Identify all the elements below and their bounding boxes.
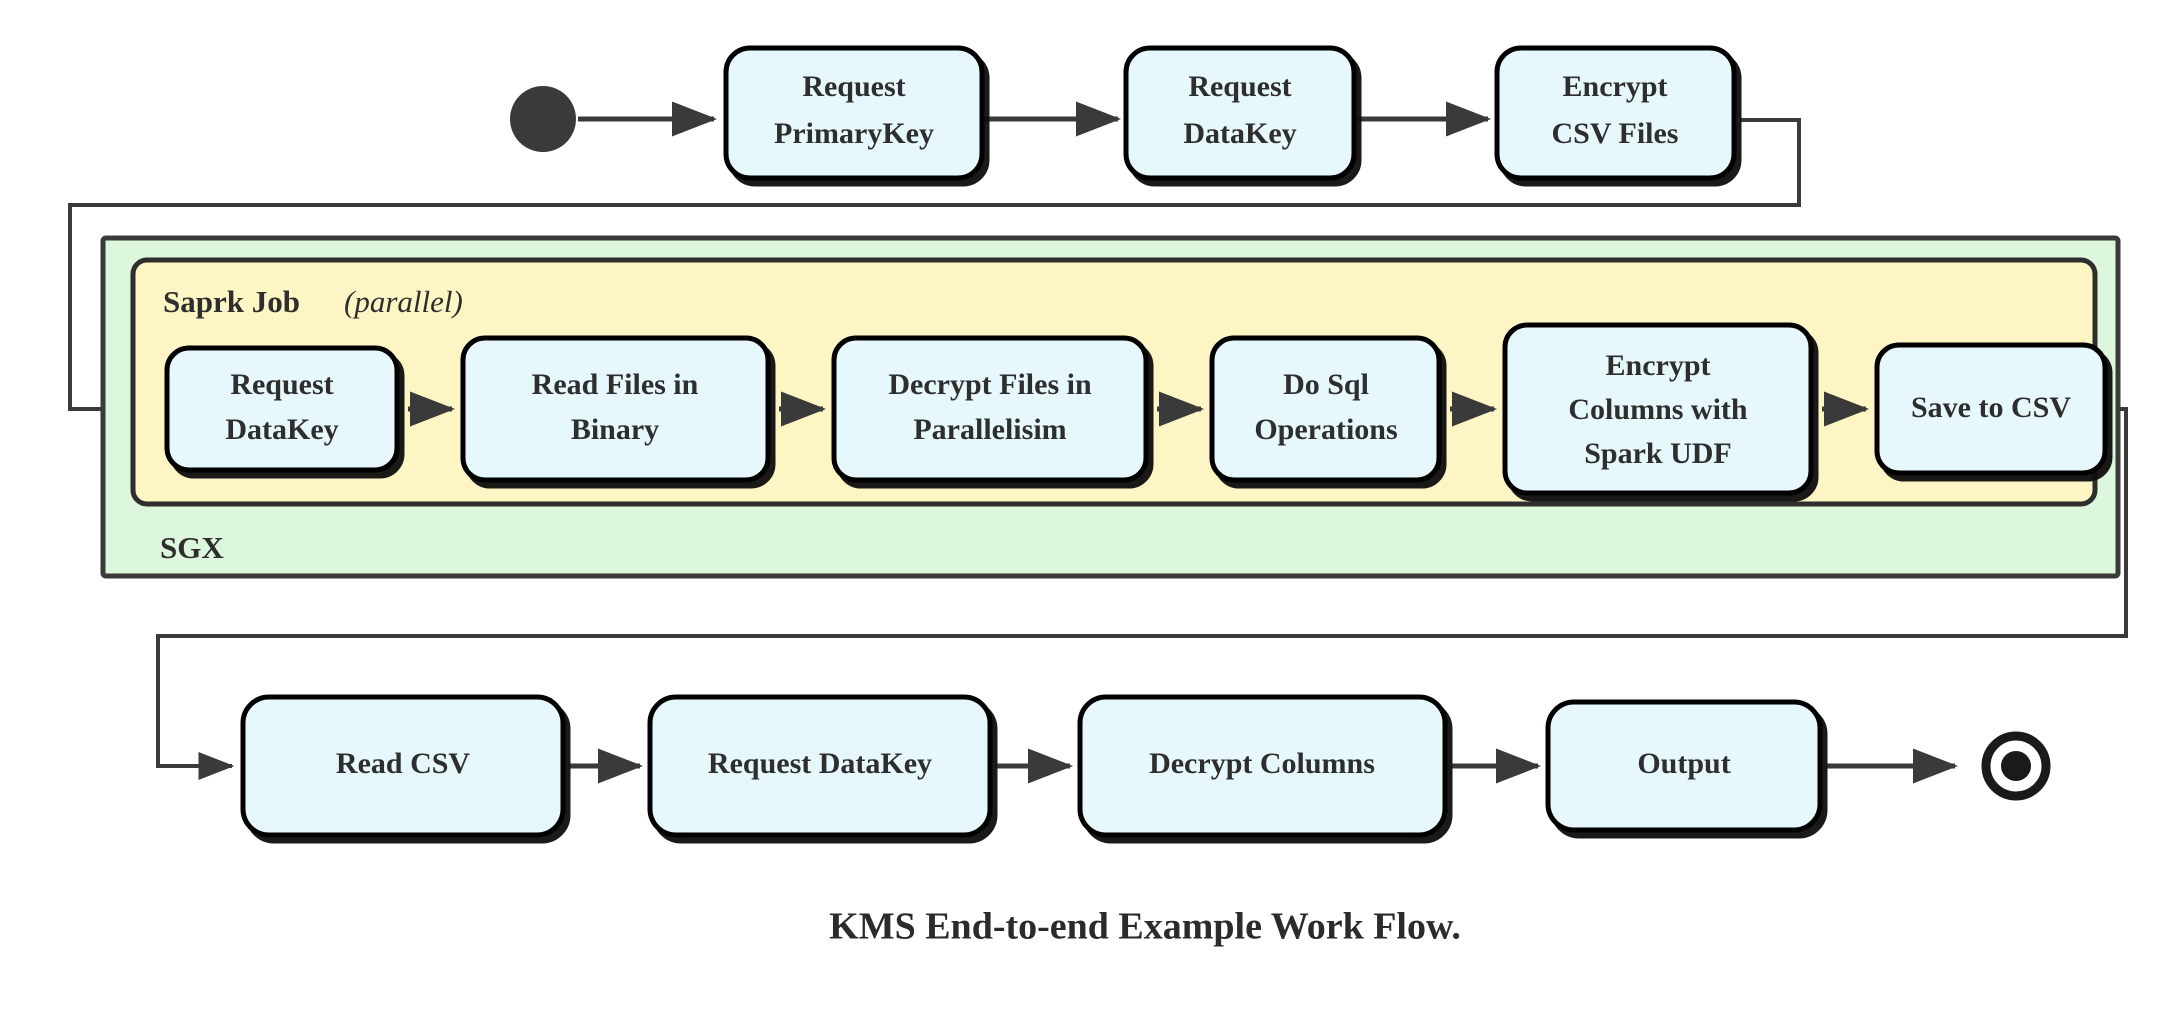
end-node <box>1981 731 2051 801</box>
node-request-datakey-bottom-line1: Request DataKey <box>708 747 932 780</box>
node-read-csv-shape[interactable] <box>240 694 566 838</box>
node-save-to-csv-line1: Save to CSV <box>1911 391 2071 424</box>
node-save-to-csv-shape[interactable] <box>1874 342 2108 476</box>
node-request-primarykey[interactable]: Request PrimaryKey <box>723 45 985 181</box>
node-decrypt-files-in-parallelisim-line2: Parallelisim <box>913 413 1066 446</box>
edge-encrypt-csv-to-spark-datakey <box>68 118 1801 423</box>
node-encrypt-columns-line1: Encrypt <box>1606 349 1711 382</box>
node-output-line1: Output <box>1637 747 1730 780</box>
node-decrypt-files-in-parallelisim-line1: Decrypt Files in <box>888 368 1092 401</box>
node-read-files-in-binary-shape[interactable] <box>460 335 771 483</box>
node-read-csv[interactable]: Read CSV <box>240 694 566 838</box>
node-encrypt-columns-line3: Spark UDF <box>1584 437 1732 470</box>
node-request-primarykey-line1: Request <box>802 70 905 103</box>
node-output-shape[interactable] <box>1545 699 1823 833</box>
node-read-files-in-binary-line2: Binary <box>571 413 659 446</box>
node-encrypt-columns-line2: Columns with <box>1568 393 1748 426</box>
node-do-sql-operations-shape[interactable] <box>1209 335 1442 483</box>
node-read-files-in-binary[interactable]: Read Files in Binary <box>460 335 771 483</box>
edge-save-csv-to-read-csv <box>156 407 2128 780</box>
node-request-primarykey-shape[interactable] <box>723 45 985 181</box>
sgx-label: SGX <box>160 530 224 565</box>
node-request-datakey-top-shape[interactable] <box>1123 45 1357 181</box>
node-request-datakey-top-line1: Request <box>1188 70 1291 103</box>
spark-job-label-suffix: (parallel) <box>344 284 463 319</box>
node-encrypt-csv-files[interactable]: Encrypt CSV Files <box>1494 45 1737 181</box>
node-output[interactable]: Output <box>1545 699 1823 833</box>
node-save-to-csv[interactable]: Save to CSV <box>1874 342 2108 476</box>
node-decrypt-files-in-parallelisim[interactable]: Decrypt Files in Parallelisim <box>831 335 1149 483</box>
node-decrypt-columns[interactable]: Decrypt Columns <box>1077 694 1448 838</box>
node-request-datakey-spark-line2: DataKey <box>225 413 338 446</box>
node-do-sql-operations-line1: Do Sql <box>1283 368 1369 401</box>
node-read-files-in-binary-line1: Read Files in <box>532 368 699 401</box>
diagram-caption: KMS End-to-end Example Work Flow. <box>829 906 1461 948</box>
node-request-datakey-bottom-shape[interactable] <box>647 694 993 838</box>
node-encrypt-columns-with-spark-udf[interactable]: Encrypt Columns with Spark UDF <box>1502 322 1814 496</box>
node-decrypt-columns-shape[interactable] <box>1077 694 1448 838</box>
node-request-datakey-top[interactable]: Request DataKey <box>1123 45 1357 181</box>
node-do-sql-operations-line2: Operations <box>1254 413 1397 446</box>
node-request-datakey-spark-line1: Request <box>230 368 333 401</box>
spark-job-label: Saprk Job <box>163 284 300 319</box>
node-encrypt-csv-files-line2: CSV Files <box>1552 117 1679 150</box>
node-decrypt-columns-line1: Decrypt Columns <box>1149 747 1375 780</box>
node-read-csv-line1: Read CSV <box>336 747 471 780</box>
node-request-datakey-bottom[interactable]: Request DataKey <box>647 694 993 838</box>
node-request-datakey-top-line2: DataKey <box>1183 117 1296 150</box>
node-encrypt-csv-files-shape[interactable] <box>1494 45 1737 181</box>
node-do-sql-operations[interactable]: Do Sql Operations <box>1209 335 1442 483</box>
node-request-datakey-spark[interactable]: Request DataKey <box>164 345 400 473</box>
node-request-datakey-spark-shape[interactable] <box>164 345 400 473</box>
node-encrypt-csv-files-line1: Encrypt <box>1563 70 1668 103</box>
start-node <box>510 86 576 152</box>
node-encrypt-columns-with-spark-udf-shape[interactable] <box>1502 322 1814 496</box>
node-request-primarykey-line2: PrimaryKey <box>774 117 934 150</box>
node-decrypt-files-in-parallelisim-shape[interactable] <box>831 335 1149 483</box>
